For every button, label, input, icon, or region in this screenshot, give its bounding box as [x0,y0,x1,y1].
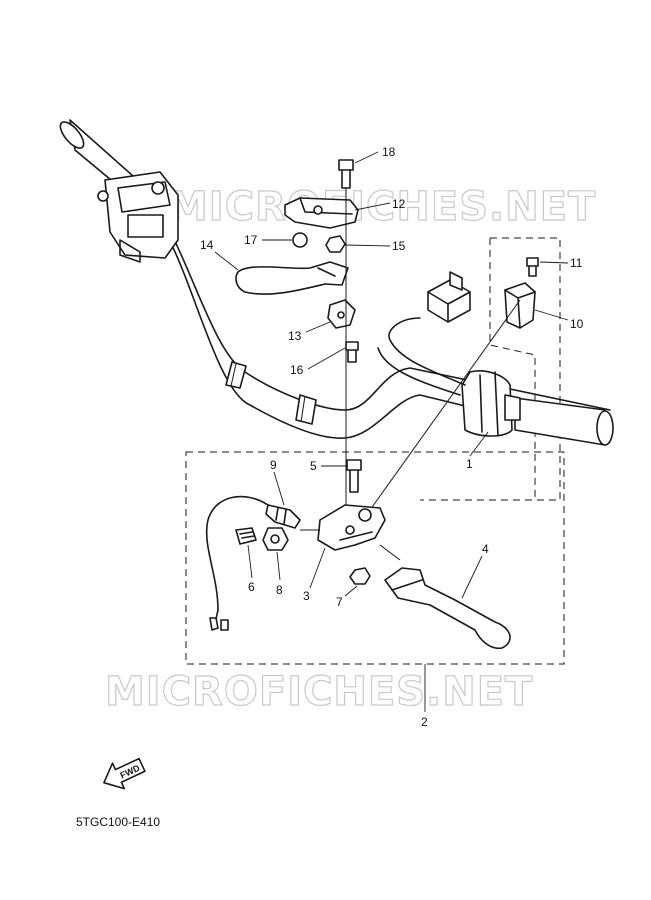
callout-6: 6 [248,580,255,594]
part-9-adjuster [265,504,301,529]
fwd-arrow-icon: FWD [103,757,146,790]
callout-2: 2 [421,715,428,729]
callout-15: 15 [392,239,406,253]
part-10-switch-clamp [504,282,536,329]
left-switch-housing [97,171,179,263]
part-13-plate [327,299,356,329]
part-11-screw [526,257,539,277]
part-16-screw [345,341,359,363]
callout-14: 14 [200,238,214,252]
assembly-box-lever [185,451,565,665]
callout-17: 17 [244,233,258,247]
part-3-lever-holder [317,504,386,551]
callout-4: 4 [482,542,489,556]
part-5-pivot-bolt [346,459,362,493]
leader-lines [214,151,569,712]
callout-11: 11 [570,256,583,270]
callout-7: 7 [336,595,343,609]
wire-connector [427,271,471,323]
callout-16: 16 [290,363,304,377]
part-14-hot-start-lever [235,261,349,295]
assembly-box-right-switch [420,237,561,501]
switch-wire [377,317,466,396]
clutch-cable [205,495,320,631]
watermark-bottom: MICROFICHES.NET [105,669,533,715]
callout-1: 1 [466,457,473,471]
callout-12: 12 [392,197,406,211]
callout-9: 9 [270,458,277,472]
part-1-right-switch [461,370,521,437]
part-12-lever-bracket [284,197,359,229]
diagram-code: 5TGC100-E410 [76,815,160,829]
callout-5: 5 [310,459,317,473]
callout-13: 13 [288,329,302,343]
part-6-screw [235,527,257,545]
callout-8: 8 [276,583,283,597]
part-4-clutch-lever [384,567,511,650]
part-15-nut [325,235,346,253]
part-7-nut [349,567,371,585]
watermark-top: MICROFICHES.NET [168,184,596,230]
callout-3: 3 [303,589,310,603]
part-17-cap [292,232,308,248]
callout-10: 10 [570,317,584,331]
callout-18: 18 [382,145,396,159]
part-8-locknut [262,527,289,551]
